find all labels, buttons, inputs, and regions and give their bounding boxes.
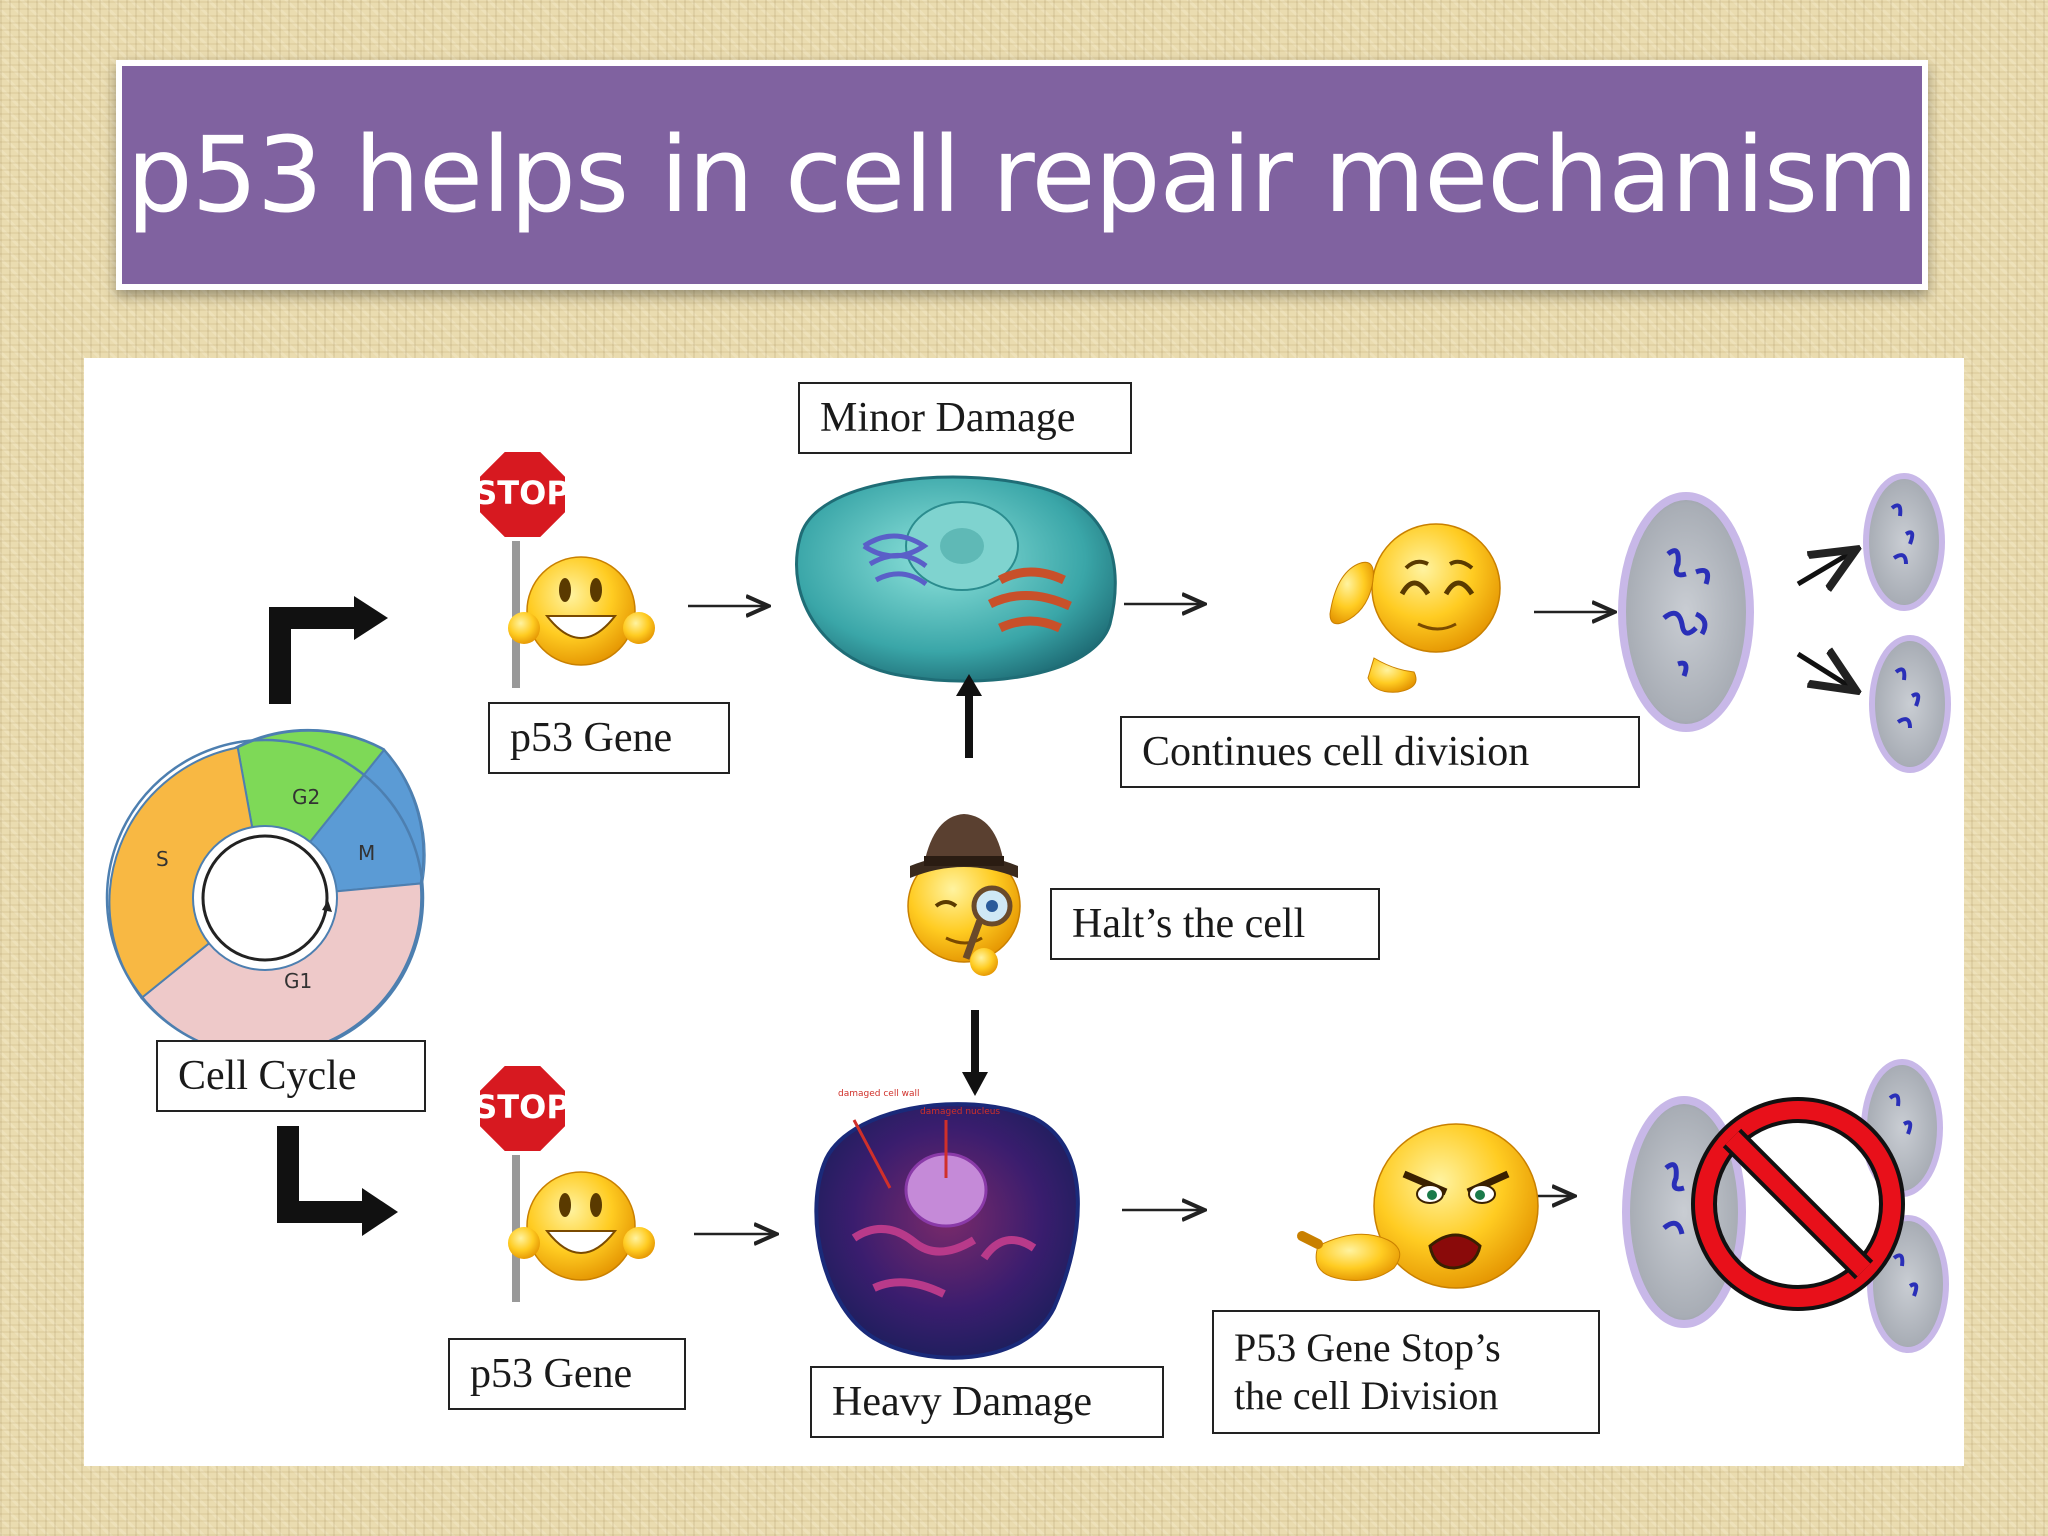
slide-title: p53 helps in cell repair mechanism: [126, 114, 1919, 236]
stop-sign-text-top: STOP: [474, 474, 570, 512]
prohibition-icon: [1691, 1097, 1905, 1311]
label-p53-gene-bottom: p53 Gene: [448, 1338, 686, 1410]
label-p53-stops-line2: the cell Division: [1234, 1373, 1499, 1418]
smiley-icon: [508, 1171, 655, 1281]
phase-label-s: S: [156, 847, 169, 871]
phase-label-g1: G1: [284, 969, 312, 993]
heavy-annotation-cell-wall: damaged cell wall: [838, 1089, 920, 1099]
bent-arrow-up-icon: [269, 596, 388, 704]
stop-smiley-bottom: STOP: [474, 1062, 655, 1302]
diagram-canvas: G2 M G1 S STOP: [105, 448, 1951, 1360]
blocked-division-icon: [1622, 1059, 1949, 1353]
arrow-up-icon: [956, 674, 982, 758]
diagram-panel: G2 M G1 S STOP: [84, 358, 1964, 1466]
label-p53-stops-division: P53 Gene Stop’s the cell Division: [1212, 1310, 1600, 1434]
phase-label-m: M: [358, 841, 375, 865]
smiley-icon: [508, 556, 655, 666]
cell-cycle-diagram: G2 M G1 S: [105, 728, 426, 1058]
cell-cycle-donut: [105, 729, 425, 1058]
label-cell-cycle: Cell Cycle: [156, 1040, 426, 1112]
stop-smiley-top: STOP: [474, 448, 655, 688]
phase-label-g2: G2: [292, 785, 320, 809]
arrow-down-icon: [962, 1010, 988, 1096]
bent-arrow-down-icon: [277, 1126, 398, 1236]
stop-sign-icon: [476, 448, 569, 541]
dividing-cells-icon: [1618, 473, 1951, 773]
label-halts-the-cell: Halt’s the cell: [1050, 888, 1380, 960]
angry-smiley-icon: [1297, 1123, 1539, 1289]
shrug-smiley-icon: [1329, 523, 1501, 693]
label-minor-damage: Minor Damage: [798, 382, 1132, 454]
detective-smiley-icon: [907, 814, 1021, 976]
label-heavy-damage: Heavy Damage: [810, 1366, 1164, 1438]
title-banner: p53 helps in cell repair mechanism: [116, 60, 1928, 290]
label-p53-gene-top: p53 Gene: [488, 702, 730, 774]
heavy-damage-cell-icon: damaged cell wall damaged nucleus: [814, 1089, 1080, 1360]
heavy-annotation-nucleus: damaged nucleus: [920, 1107, 1000, 1117]
stop-sign-text-bottom: STOP: [474, 1088, 570, 1126]
label-continues-cell-division: Continues cell division: [1120, 716, 1640, 788]
label-p53-stops-line1: P53 Gene Stop’s: [1234, 1325, 1501, 1370]
stop-sign-icon: [476, 1062, 569, 1155]
minor-damage-cell-icon: [795, 475, 1117, 683]
